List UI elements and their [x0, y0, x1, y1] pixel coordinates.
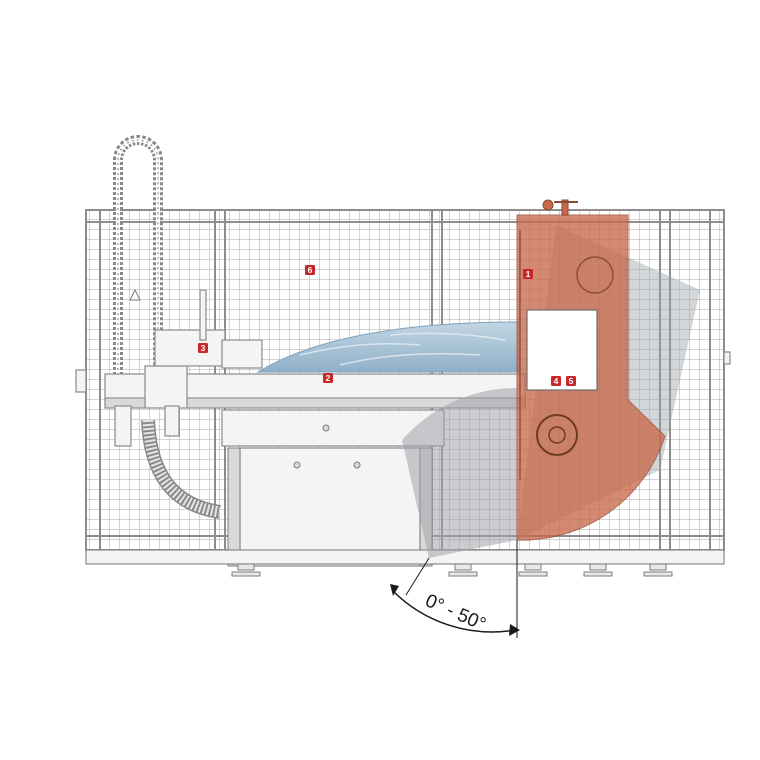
- workpiece: [256, 321, 521, 373]
- cable-chain-icon: [113, 135, 163, 380]
- saw-head: [516, 214, 666, 541]
- machine-base: [85, 409, 725, 567]
- marker-3: 3: [198, 343, 208, 353]
- leveling-feet: [231, 563, 673, 577]
- marker-5: 5: [566, 376, 576, 386]
- marker-2-label: 2: [326, 373, 331, 383]
- tilt-angle-label: 0° - 50°: [422, 590, 489, 635]
- marker-4: 4: [551, 376, 561, 386]
- marker-2: 2: [323, 373, 333, 383]
- marker-1-label: 1: [526, 269, 531, 279]
- marker-4-label: 4: [554, 376, 559, 386]
- marker-3-label: 3: [201, 343, 206, 353]
- marker-6-label: 6: [308, 265, 313, 275]
- marker-1: 1: [523, 269, 533, 279]
- work-table: [104, 289, 526, 447]
- handwheel-icon: [542, 199, 578, 216]
- warning-triangle-icon: [129, 288, 141, 301]
- dust-hose-icon: [141, 419, 222, 519]
- marker-6: 6: [305, 265, 315, 275]
- marker-5-label: 5: [569, 376, 574, 386]
